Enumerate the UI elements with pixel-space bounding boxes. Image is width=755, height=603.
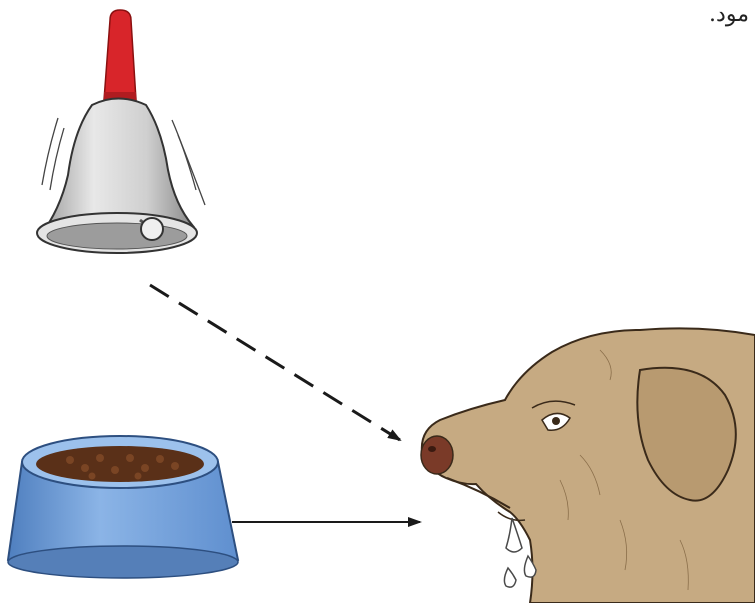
food-bowl-icon (8, 436, 238, 578)
dog-head-icon (421, 328, 755, 603)
dashed-arrow (150, 285, 400, 440)
bell-icon (37, 10, 205, 253)
